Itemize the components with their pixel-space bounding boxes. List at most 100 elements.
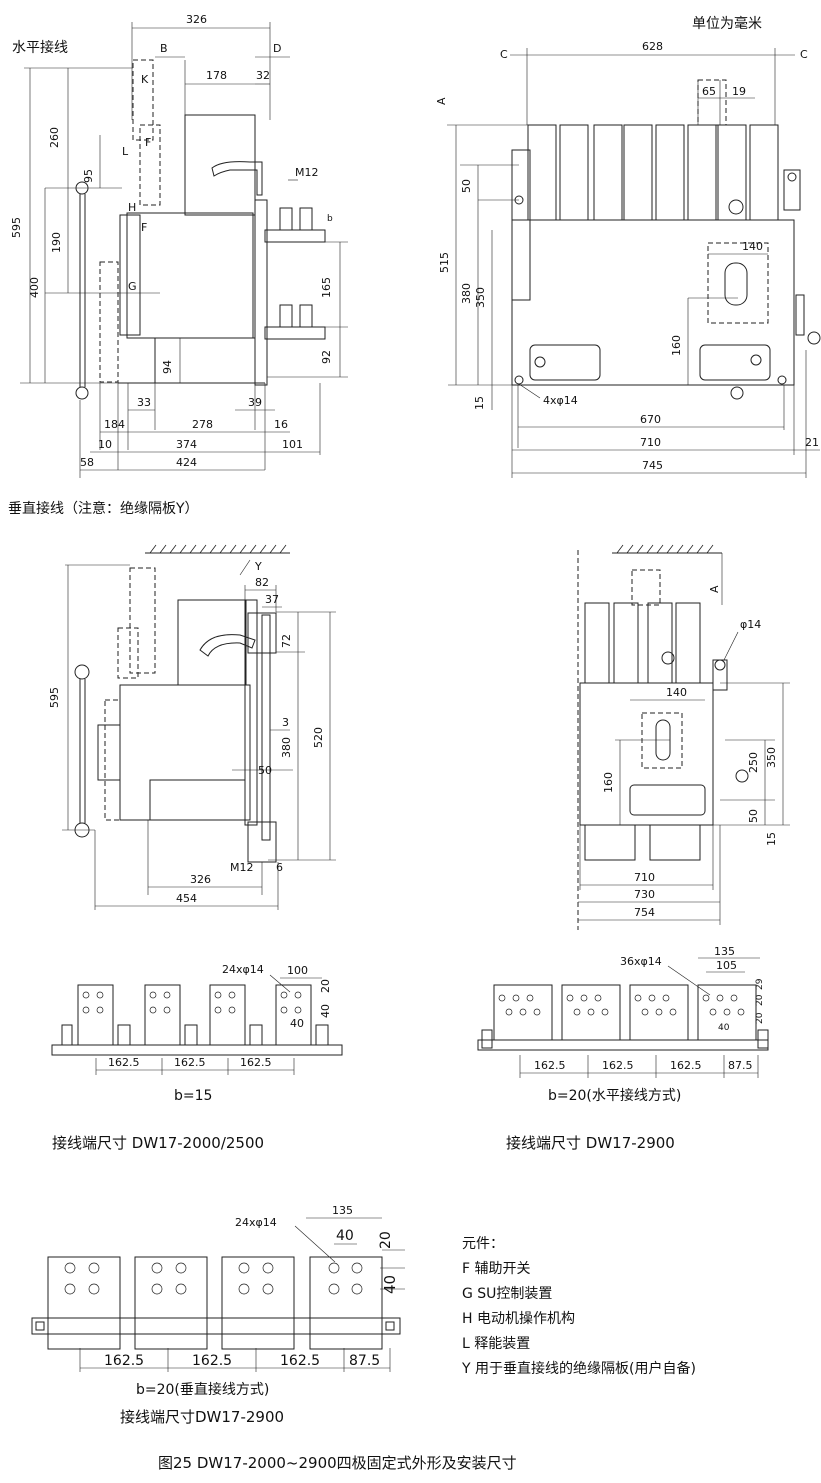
side-view-horizontal: 水平接线 326 B D 178 32 K L F H F G [10, 13, 348, 478]
label-A: A [435, 97, 448, 105]
dim-40-c: 40 [718, 1023, 730, 1033]
dim-745: 745 [642, 459, 663, 472]
dim-160-vert: 160 [602, 772, 615, 793]
label-Y: Y [254, 560, 262, 573]
dim-178: 178 [206, 69, 227, 82]
dim-250: 250 [747, 752, 760, 773]
dim-40-b: 40 [290, 1017, 304, 1030]
dim-400: 400 [28, 277, 41, 298]
dim-50-front: 50 [747, 809, 760, 823]
dim-40-a: 40 [319, 1004, 332, 1018]
dim-100: 100 [287, 964, 308, 977]
dim-875-b: 87.5 [349, 1353, 380, 1369]
dim-15-vert: 15 [765, 832, 778, 846]
dim-20-d: 20 [378, 1231, 394, 1249]
dim-95: 95 [82, 169, 95, 183]
label-G: G [128, 280, 137, 293]
dim-65: 65 [702, 85, 716, 98]
dim-710-vert: 710 [634, 871, 655, 884]
dim-326-vert: 326 [190, 873, 211, 886]
dim-1625-f: 162.5 [670, 1059, 702, 1072]
label-C-right: C [800, 48, 808, 61]
dim-32: 32 [256, 69, 270, 82]
dim-20-a: 20 [319, 979, 332, 993]
dim-1625-e: 162.5 [602, 1059, 634, 1072]
caption-2900-a: 接线端尺寸 DW17-2900 [506, 1134, 675, 1152]
caption-2900-b: 接线端尺寸DW17-2900 [120, 1408, 284, 1426]
label-b15: b=15 [174, 1088, 212, 1104]
dim-10: 10 [98, 438, 112, 451]
legend-item-H: H 电动机操作机构 [462, 1311, 575, 1327]
terminals-2000: 24xφ14 100 20 40 40 162.5 162.5 162.5 b=… [51, 963, 343, 1152]
dim-754: 754 [634, 906, 655, 919]
component-legend: 元件： F 辅助开关 G SU控制装置 H 电动机操作机构 L 释能装置 Y 用… [461, 1236, 696, 1377]
front-view: 单位为毫米 C C 628 65 19 A [435, 15, 821, 478]
dim-58: 58 [80, 456, 94, 469]
label-C-left: C [500, 48, 508, 61]
dim-1625-b: 162.5 [174, 1056, 206, 1069]
dim-82: 82 [255, 576, 269, 589]
dim-260: 260 [48, 127, 61, 148]
label-K: K [141, 73, 149, 86]
label-F: F [141, 221, 147, 234]
label-A-vert: A [708, 585, 721, 593]
dim-105: 105 [716, 959, 737, 972]
dim-4x14: 4xφ14 [543, 394, 578, 407]
figure-caption: 图25 DW17-2000~2900四极固定式外形及安装尺寸 [158, 1454, 517, 1472]
dim-350: 350 [474, 287, 487, 308]
dim-184: 184 [104, 418, 125, 431]
legend-item-L: L 释能装置 [462, 1336, 530, 1352]
label-H: H [128, 201, 136, 214]
dim-50-vert: 50 [258, 764, 272, 777]
vertical-wiring-title: 垂直接线（注意：绝缘隔板Y） [8, 500, 199, 517]
dim-454: 454 [176, 892, 197, 905]
label-b20h: b=20(水平接线方式) [548, 1087, 681, 1104]
dim-94: 94 [161, 360, 174, 374]
dim-1625-d: 162.5 [534, 1059, 566, 1072]
m12-label-bottom: M12 [230, 861, 254, 874]
dim-19: 19 [732, 85, 746, 98]
dim-40-e: 40 [381, 1275, 399, 1294]
dim-140-vert: 140 [666, 686, 687, 699]
dim-29: 29 [755, 978, 765, 990]
dim-40-d: 40 [336, 1228, 354, 1244]
dim-24x14-top: 24xφ14 [222, 963, 264, 976]
dim-374: 374 [176, 438, 197, 451]
dim-135-a: 135 [714, 945, 735, 958]
dim-14: φ14 [740, 618, 761, 631]
dim-190: 190 [50, 232, 63, 253]
dim-1625-c: 162.5 [240, 1056, 272, 1069]
dim-710: 710 [640, 436, 661, 449]
dim-3: 3 [282, 716, 289, 729]
dim-380-vert: 380 [280, 737, 293, 758]
dim-165: 165 [320, 277, 333, 298]
dim-20-c: 20 [755, 1012, 765, 1024]
dim-278: 278 [192, 418, 213, 431]
dim-33: 33 [137, 396, 151, 409]
label-b20v: b=20(垂直接线方式) [136, 1381, 269, 1398]
dim-1625-g: 162.5 [104, 1353, 144, 1369]
horizontal-wiring-title: 水平接线 [12, 39, 68, 56]
dim-670: 670 [640, 413, 661, 426]
dim-92: 92 [320, 350, 333, 364]
dim-424: 424 [176, 456, 197, 469]
dim-6: 6 [276, 861, 283, 874]
label-L: L [122, 145, 129, 158]
dim-21: 21 [805, 436, 819, 449]
dim-875-a: 87.5 [728, 1059, 753, 1072]
dim-101: 101 [282, 438, 303, 451]
side-view-vertical: Y 82 37 72 3 380 520 [48, 544, 336, 910]
m12-label-top: M12 [295, 166, 319, 179]
legend-title: 元件： [462, 1236, 504, 1252]
dim-24x14-bottom: 24xφ14 [235, 1216, 277, 1229]
dim-20-b: 20 [755, 994, 765, 1006]
dim-515: 515 [438, 252, 451, 273]
dim-37: 37 [265, 593, 279, 606]
dim-72: 72 [280, 634, 293, 648]
dim-1625-i: 162.5 [280, 1353, 320, 1369]
front-view-vertical: A φ14 140 160 250 350 50 15 [577, 544, 790, 930]
label-B: B [160, 42, 168, 55]
dim-1625-h: 162.5 [192, 1353, 232, 1369]
dim-380: 380 [460, 283, 473, 304]
label-b: b [327, 214, 333, 224]
